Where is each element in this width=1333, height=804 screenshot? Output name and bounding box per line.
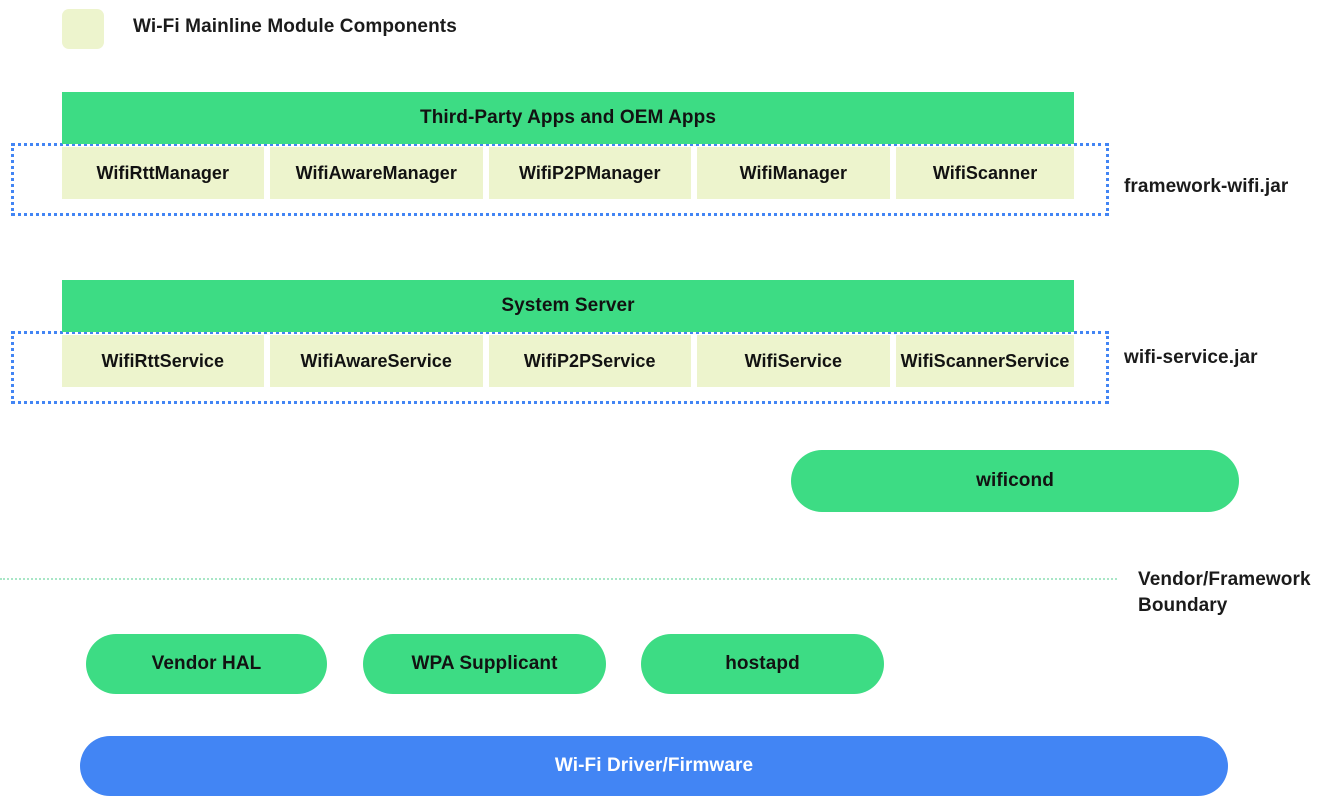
module-cell-wifiservice[interactable]: WifiService: [696, 335, 891, 387]
side-label-wifi-service-jar: wifi-service.jar: [1124, 347, 1258, 368]
group-box-framework-wifi-jar: [11, 143, 1109, 216]
module-cell-label: WifiRttManager: [96, 162, 230, 183]
block-wificond[interactable]: wificond: [791, 450, 1239, 512]
module-cell-wifimanager[interactable]: WifiManager: [696, 147, 891, 199]
module-cell-wifirttservice[interactable]: WifiRttService: [62, 335, 264, 387]
module-row-framework: WifiRttManager WifiAwareManager WifiP2PM…: [62, 147, 1074, 199]
module-cell-wifiawareservice[interactable]: WifiAwareService: [269, 335, 483, 387]
block-label-wificond: wificond: [976, 470, 1054, 491]
side-label-framework-wifi-jar: framework-wifi.jar: [1124, 176, 1289, 197]
block-label-wpa-supplicant: WPA Supplicant: [411, 653, 558, 674]
module-cell-wifiawaremanager[interactable]: WifiAwareManager: [269, 147, 483, 199]
block-wpa-supplicant[interactable]: WPA Supplicant: [363, 634, 606, 694]
block-label-wifi-driver-firmware: Wi-Fi Driver/Firmware: [554, 755, 754, 776]
module-cell-wifip2pservice[interactable]: WifiP2PService: [488, 335, 691, 387]
vendor-framework-boundary-line: [0, 578, 1117, 580]
module-cell-label: WifiService: [744, 350, 843, 371]
header-bar-label-system-server: System Server: [501, 295, 635, 316]
header-bar-label-third-party-apps: Third-Party Apps and OEM Apps: [419, 107, 716, 128]
module-cell-wifiscannerservice[interactable]: WifiScannerService: [896, 335, 1074, 387]
legend-color-swatch: [62, 9, 104, 49]
legend-label: Wi-Fi Mainline Module Components: [133, 16, 457, 37]
header-bar-third-party-apps: Third-Party Apps and OEM Apps: [62, 92, 1074, 144]
module-row-service: WifiRttService WifiAwareService WifiP2PS…: [62, 335, 1074, 387]
block-label-vendor-hal: Vendor HAL: [151, 653, 262, 674]
block-label-hostapd: hostapd: [725, 653, 800, 674]
block-hostapd[interactable]: hostapd: [641, 634, 884, 694]
module-cell-wifiscanner[interactable]: WifiScanner: [896, 147, 1074, 199]
block-wifi-driver-firmware[interactable]: Wi-Fi Driver/Firmware: [80, 736, 1228, 796]
module-cell-label: WifiP2PService: [523, 350, 656, 371]
module-cell-wifirttmanager[interactable]: WifiRttManager: [62, 147, 264, 199]
module-cell-label: WifiScanner: [932, 162, 1038, 183]
module-cell-label: WifiManager: [739, 162, 848, 183]
boundary-label-line-1: Vendor/Framework: [1138, 569, 1311, 590]
module-cell-label: WifiP2PManager: [518, 162, 661, 183]
module-cell-wifip2pmanager[interactable]: WifiP2PManager: [488, 147, 691, 199]
module-cell-label: WifiAwareManager: [295, 162, 457, 183]
header-bar-system-server: System Server: [62, 280, 1074, 332]
group-box-wifi-service-jar: [11, 331, 1109, 404]
module-cell-label: WifiAwareService: [300, 350, 452, 371]
module-cell-label: WifiScannerService: [900, 350, 1070, 371]
boundary-label-line-2: Boundary: [1138, 595, 1228, 617]
module-cell-label: WifiRttService: [101, 350, 225, 371]
block-vendor-hal[interactable]: Vendor HAL: [86, 634, 327, 694]
